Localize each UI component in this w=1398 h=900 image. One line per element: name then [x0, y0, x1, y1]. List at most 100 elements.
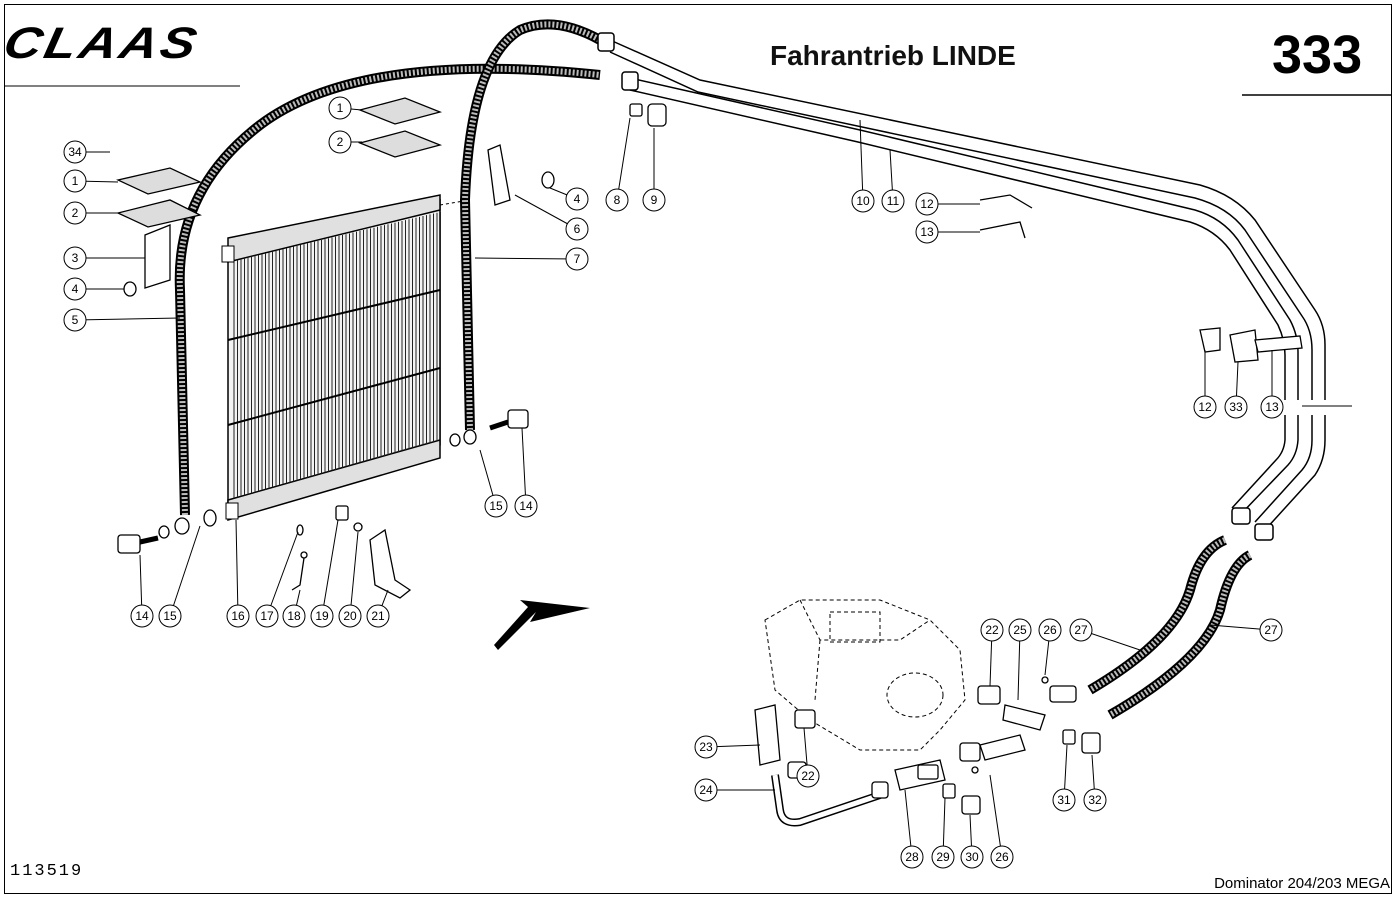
callout-label: 26 [1043, 623, 1057, 637]
callout-label: 20 [343, 609, 357, 623]
callout-circle [1008, 618, 1032, 642]
callout-label: 1 [337, 101, 344, 115]
callout-label: 1 [72, 174, 79, 188]
callout-c25: 25 [1008, 618, 1032, 701]
callout-circle [1193, 395, 1217, 419]
callout-label: 9 [651, 193, 658, 207]
callout-label: 22 [985, 623, 999, 637]
callout-leader [74, 317, 181, 321]
callout-c11: 11 [881, 149, 905, 213]
callout-label: 30 [965, 850, 979, 864]
callout-circle [63, 277, 87, 301]
callout-circle [366, 604, 390, 628]
callout-leader [989, 774, 1003, 858]
callout-leader [1017, 629, 1021, 701]
small-parts [116, 97, 1303, 599]
callout-c2b: 2 [328, 130, 362, 154]
callout-label: 27 [1264, 623, 1278, 637]
callout-circle [226, 604, 250, 628]
callout-label: 10 [856, 194, 870, 208]
callout-leader [521, 427, 527, 507]
callout-c24: 24 [694, 778, 775, 802]
callout-label: 5 [72, 313, 79, 327]
callout-label: 33 [1229, 400, 1243, 414]
callout-c10: 10 [851, 119, 875, 213]
drawing-number: 113519 [10, 862, 84, 881]
callout-label: 3 [72, 251, 79, 265]
callout-c12b: 12 [1193, 350, 1217, 419]
callout-c31: 31 [1052, 744, 1076, 812]
callout-circle [514, 494, 538, 518]
callout-circle [851, 189, 875, 213]
callout-circle [565, 187, 589, 211]
callout-label: 21 [371, 609, 385, 623]
callout-c14a: 14 [514, 427, 538, 518]
callout-c22a: 22 [980, 618, 1004, 687]
callout-c26a: 26 [1038, 618, 1062, 676]
callout-label: 18 [287, 609, 301, 623]
callout-leader [859, 119, 864, 202]
callout-circle [484, 494, 508, 518]
callout-circle [1259, 618, 1283, 642]
callout-c34: 34 [63, 140, 110, 164]
callout-circle [1069, 618, 1093, 642]
callout-label: 23 [699, 740, 713, 754]
callout-circle [990, 845, 1014, 869]
callout-circle [255, 604, 279, 628]
callout-c23: 23 [694, 735, 761, 759]
callout-c21: 21 [366, 589, 390, 628]
callout-label: 11 [887, 194, 900, 208]
callout-leader [514, 194, 578, 230]
page-title: Fahrantrieb LINDE [770, 40, 1016, 71]
callout-circle [565, 217, 589, 241]
callout-c7: 7 [474, 247, 589, 271]
callout-c6: 6 [514, 194, 589, 241]
callout-label: 13 [920, 225, 934, 239]
callout-leader [349, 531, 359, 617]
direction-arrow [494, 600, 590, 650]
page-number: 333 [1272, 25, 1363, 85]
callout-circle [1083, 788, 1107, 812]
callout-leader [266, 531, 299, 617]
callout-label: 7 [574, 252, 581, 266]
callout-circle [694, 735, 718, 759]
callout-circle [1260, 395, 1284, 419]
linde-pump-outline [764, 599, 966, 751]
pump-fittings [754, 676, 1101, 827]
callout-circle [960, 845, 984, 869]
callout-label: 15 [163, 609, 177, 623]
callout-c13b: 13 [1260, 350, 1284, 419]
callout-c19: 19 [310, 519, 339, 628]
callout-c29: 29 [931, 797, 955, 869]
callout-c26b: 26 [989, 774, 1014, 869]
pipe-nuts [597, 32, 1274, 541]
callout-circle [63, 308, 87, 332]
callout-label: 4 [72, 282, 79, 296]
callout-c14b: 14 [130, 554, 154, 628]
callout-label: 19 [315, 609, 329, 623]
callout-label: 4 [574, 192, 581, 206]
callout-c33: 33 [1224, 361, 1248, 419]
callout-c28: 28 [900, 789, 924, 869]
callout-leader [169, 525, 201, 617]
callout-label: 2 [337, 135, 344, 149]
callout-circle [642, 188, 666, 212]
callout-circle [565, 247, 589, 271]
callout-label: 28 [905, 850, 919, 864]
callout-c13a: 13 [915, 220, 980, 244]
callout-c32: 32 [1083, 754, 1107, 812]
callout-circle [130, 604, 154, 628]
callout-c2a: 2 [63, 201, 118, 225]
callout-c27a: 27 [1069, 618, 1141, 651]
callout-label: 31 [1057, 793, 1071, 807]
callout-c30: 30 [960, 814, 984, 869]
callout-circle [328, 96, 352, 120]
callout-label: 17 [260, 609, 274, 623]
callout-label: 16 [231, 609, 245, 623]
page-frame [4, 4, 1392, 894]
callout-circle [1224, 395, 1248, 419]
callout-circle [63, 169, 87, 193]
callout-label: 6 [574, 222, 581, 236]
